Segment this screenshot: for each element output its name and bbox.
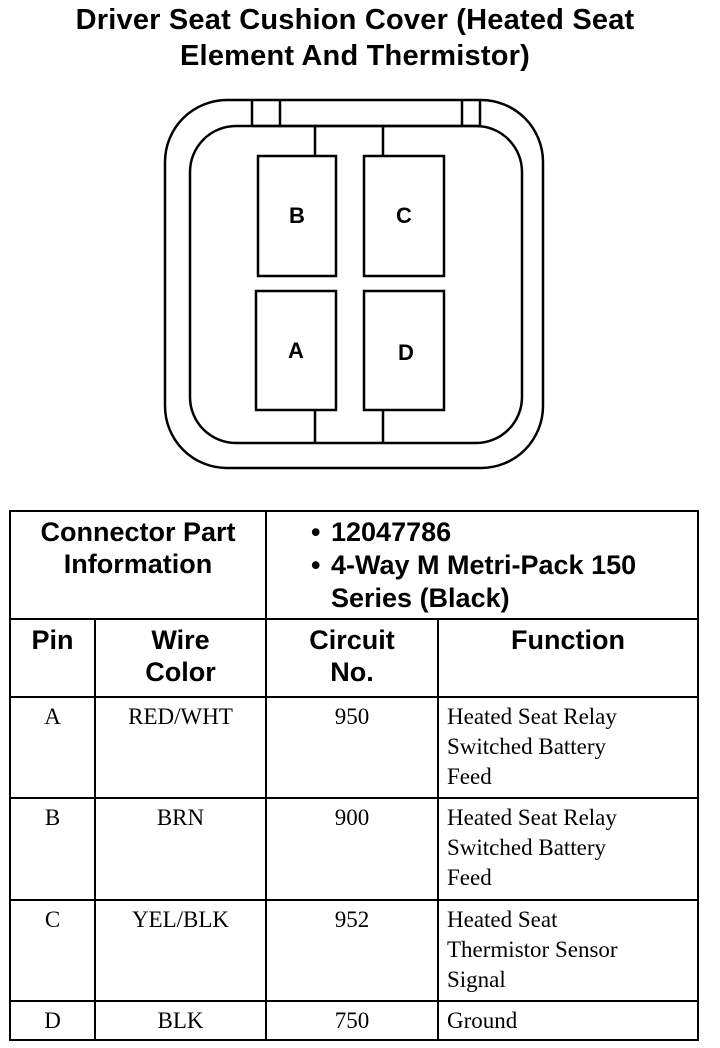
row-b-function-line-2: Switched Battery: [447, 835, 607, 860]
row-c-circuit: 952: [265, 899, 439, 1002]
header-circuit-line-1: Circuit: [309, 625, 395, 655]
part-description-1: 4-Way M Metri-Pack 150: [331, 550, 637, 580]
pin-cavity-d: [362, 289, 446, 412]
row-a-function-line-1: Heated Seat Relay: [447, 704, 617, 729]
header-pin: Pin: [9, 618, 96, 698]
part-description-line-2: Series (Black): [267, 582, 697, 615]
row-c-function-line-3: Signal: [447, 967, 506, 992]
table-row: D BLK 750 Ground: [9, 1000, 699, 1041]
connector-part-row: Connector Part Information • 12047786 • …: [9, 510, 699, 620]
pin-cavity-a: [254, 289, 338, 412]
table-row: B BRN 900 Heated Seat Relay Switched Bat…: [9, 797, 699, 901]
header-pin-text: Pin: [31, 625, 74, 655]
row-b-circuit: 900: [265, 797, 439, 901]
row-a-pin: A: [9, 696, 96, 799]
part-description-2: Series (Black): [331, 583, 510, 613]
header-wire-color-line-2: Color: [145, 657, 216, 687]
row-c-function-line-1: Heated Seat: [447, 907, 558, 932]
pin-cavity-c: [362, 154, 446, 278]
row-a-circuit: 950: [265, 696, 439, 799]
table-row: C YEL/BLK 952 Heated Seat Thermistor Sen…: [9, 899, 699, 1002]
row-c-function: Heated Seat Thermistor Sensor Signal: [437, 899, 699, 1002]
row-c-wire-color: YEL/BLK: [94, 899, 267, 1002]
row-c-pin: C: [9, 899, 96, 1002]
row-b-function-line-1: Heated Seat Relay: [447, 805, 617, 830]
row-b-pin: B: [9, 797, 96, 901]
row-a-wire-color: RED/WHT: [94, 696, 267, 799]
column-header-row: Pin Wire Color Circuit No. Function: [9, 618, 699, 698]
header-function: Function: [437, 618, 699, 698]
pin-label-c: C: [396, 203, 412, 228]
pin-label-a: A: [288, 338, 304, 363]
title-line-1: Driver Seat Cushion Cover (Heated Seat: [75, 4, 635, 36]
connector-diagram: B C A D: [163, 98, 545, 470]
connector-part-info: • 12047786 • 4-Way M Metri-Pack 150 Seri…: [265, 510, 699, 620]
bullet-2: •: [311, 550, 321, 580]
header-circuit-line-2: No.: [330, 657, 374, 687]
connector-part-label: Connector Part Information: [9, 510, 267, 620]
pin-label-d: D: [398, 340, 414, 365]
row-b-function: Heated Seat Relay Switched Battery Feed: [437, 797, 699, 901]
row-a-function: Heated Seat Relay Switched Battery Feed: [437, 696, 699, 799]
connector-outer-shell: [163, 98, 545, 470]
bullet-1: •: [311, 517, 321, 547]
part-number: 12047786: [331, 517, 452, 547]
pin-label-b: B: [289, 203, 305, 228]
row-a-function-line-3: Feed: [447, 764, 492, 789]
row-d-circuit: 750: [265, 1000, 439, 1041]
connector-part-label-line-1: Connector Part: [40, 517, 236, 547]
row-d-function: Ground: [437, 1000, 699, 1041]
row-d-wire-color: BLK: [94, 1000, 267, 1041]
row-b-wire-color: BRN: [94, 797, 267, 901]
part-description-line: • 4-Way M Metri-Pack 150: [267, 549, 697, 582]
connector-part-label-line-2: Information: [63, 549, 213, 579]
header-function-text: Function: [511, 625, 625, 655]
row-d-function-line-1: Ground: [447, 1008, 518, 1033]
part-number-line: • 12047786: [267, 516, 697, 549]
header-wire-color-line-1: Wire: [151, 625, 210, 655]
row-c-function-line-2: Thermistor Sensor: [447, 937, 618, 962]
row-d-pin: D: [9, 1000, 96, 1041]
header-wire-color: Wire Color: [94, 618, 267, 698]
header-circuit: Circuit No.: [265, 618, 439, 698]
connector-inner-shell: [188, 124, 524, 445]
table-row: A RED/WHT 950 Heated Seat Relay Switched…: [9, 696, 699, 799]
pin-cavity-b: [256, 154, 338, 278]
title-line-2: Element And Thermistor): [180, 40, 530, 72]
connector-info-table: Connector Part Information • 12047786 • …: [9, 510, 699, 1041]
page-title: Driver Seat Cushion Cover (Heated Seat E…: [0, 2, 710, 74]
row-b-function-line-3: Feed: [447, 865, 492, 890]
row-a-function-line-2: Switched Battery: [447, 734, 607, 759]
